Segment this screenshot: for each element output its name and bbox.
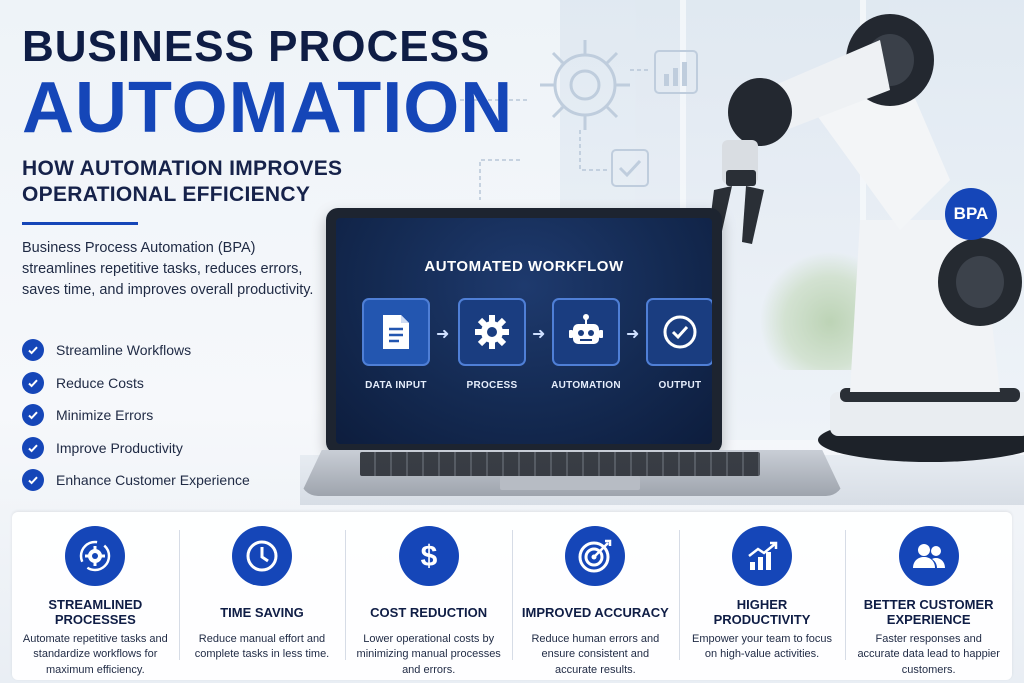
check-circle-icon: [663, 315, 697, 349]
checklist-item: Reduce Costs: [22, 367, 250, 400]
feature-title: HIGHER PRODUCTIVITY: [713, 597, 811, 627]
workflow-step-label: DATA INPUT: [365, 380, 427, 391]
feature-improved-accuracy: IMPROVED ACCURACY Reduce human errors an…: [512, 512, 679, 680]
arrow-icon: ➜: [626, 326, 640, 343]
checklist-item-label: Enhance Customer Experience: [56, 472, 250, 489]
feature-title: COST REDUCTION: [370, 604, 488, 620]
bpa-badge-label: BPA: [953, 204, 989, 223]
feature-description: Automate repetitive tasks and standardiz…: [22, 633, 168, 676]
workflow-step-process: [458, 298, 526, 366]
checklist-item-label: Improve Productivity: [56, 439, 183, 456]
feature-description: Reduce manual effort and complete tasks …: [194, 633, 330, 661]
feature-panel: STREAMLINED PROCESSES Automate repetitiv…: [12, 512, 1012, 680]
faint-check-icon: [611, 149, 649, 187]
workflow-step-automation: [552, 298, 620, 366]
workflow-step-label: PROCESS: [466, 380, 518, 391]
laptop-keyboard: [360, 452, 760, 476]
checklist-item-label: Reduce Costs: [56, 374, 144, 391]
checklist-item-label: Minimize Errors: [56, 407, 154, 424]
checkmark-icon: [22, 469, 44, 492]
checklist-item-label: Streamline Workflows: [56, 342, 192, 359]
workflow-step-label: OUTPUT: [658, 380, 702, 391]
robot-arm: [708, 14, 1024, 462]
workflow-step-output: [646, 298, 712, 366]
cycle-gear-icon: [65, 526, 126, 586]
checkmark-icon: [22, 404, 44, 427]
dollar-icon: $: [398, 526, 459, 586]
workflow-step-label: AUTOMATION: [551, 380, 621, 391]
checkmark-icon: [22, 436, 44, 459]
laptop: AUTOMATED WORKFLOW ➜ ➜: [326, 208, 722, 454]
feature-title: BETTER CUSTOMER EXPERIENCE: [863, 597, 994, 627]
feature-higher-productivity: HIGHER PRODUCTIVITY Empower your team to…: [678, 512, 846, 680]
workflow-title: AUTOMATED WORKFLOW: [424, 258, 624, 275]
feature-description: Lower operational costs by minimizing ma…: [356, 633, 501, 676]
arrow-icon: ➜: [532, 326, 546, 343]
feature-title: STREAMLINED PROCESSES: [48, 597, 143, 627]
checklist-item: Streamline Workflows: [22, 334, 250, 367]
workflow-step-data-input: [362, 298, 430, 366]
checkmark-icon: [22, 371, 44, 394]
checklist-item: Minimize Errors: [22, 399, 250, 432]
feature-cost-reduction: $ COST REDUCTION Lower operational costs…: [345, 512, 512, 680]
title-divider: [22, 222, 138, 225]
arrow-icon: ➜: [436, 326, 450, 343]
intro-text: Business Process Automation (BPA) stream…: [22, 240, 314, 299]
title-line-1: BUSINESS PROCESS: [22, 22, 491, 71]
document-icon: [383, 315, 409, 349]
checklist-item: Improve Productivity: [22, 432, 250, 465]
feature-title: TIME SAVING: [220, 604, 304, 620]
users-icon: [898, 526, 959, 586]
decorative-connectors: [460, 69, 650, 200]
svg-text:$: $: [420, 540, 437, 573]
bpa-badge: BPA: [945, 188, 997, 240]
feature-streamlined-processes: STREAMLINED PROCESSES Automate repetitiv…: [12, 512, 179, 680]
growth-chart-icon: [732, 526, 793, 586]
gear-icon: [475, 315, 509, 349]
feature-description: Faster responses and accurate data lead …: [857, 633, 1000, 676]
feature-better-customer-experience: BETTER CUSTOMER EXPERIENCE Faster respon…: [845, 512, 1012, 680]
feature-description: Reduce human errors and ensure consisten…: [531, 633, 660, 676]
laptop-trackpad: [500, 476, 640, 490]
feature-time-saving: TIME SAVING Reduce manual effort and com…: [178, 512, 346, 680]
faint-chart-icon: [654, 50, 698, 94]
benefit-checklist: Streamline Workflows Reduce Costs Minimi…: [22, 334, 250, 497]
clock-icon: [232, 526, 292, 586]
subtitle: HOW AUTOMATION IMPROVES OPERATIONAL EFFI…: [22, 157, 343, 207]
feature-title: IMPROVED ACCURACY: [521, 604, 669, 620]
target-icon: [565, 526, 626, 586]
laptop-screen: AUTOMATED WORKFLOW ➜ ➜: [336, 218, 712, 444]
checklist-item: Enhance Customer Experience: [22, 464, 250, 497]
feature-description: Empower your team to focus on high-value…: [692, 633, 833, 661]
checkmark-icon: [22, 339, 44, 362]
robot-icon: [569, 314, 603, 344]
title-line-2: AUTOMATION: [22, 68, 514, 148]
faint-gear-icon: [540, 40, 630, 130]
